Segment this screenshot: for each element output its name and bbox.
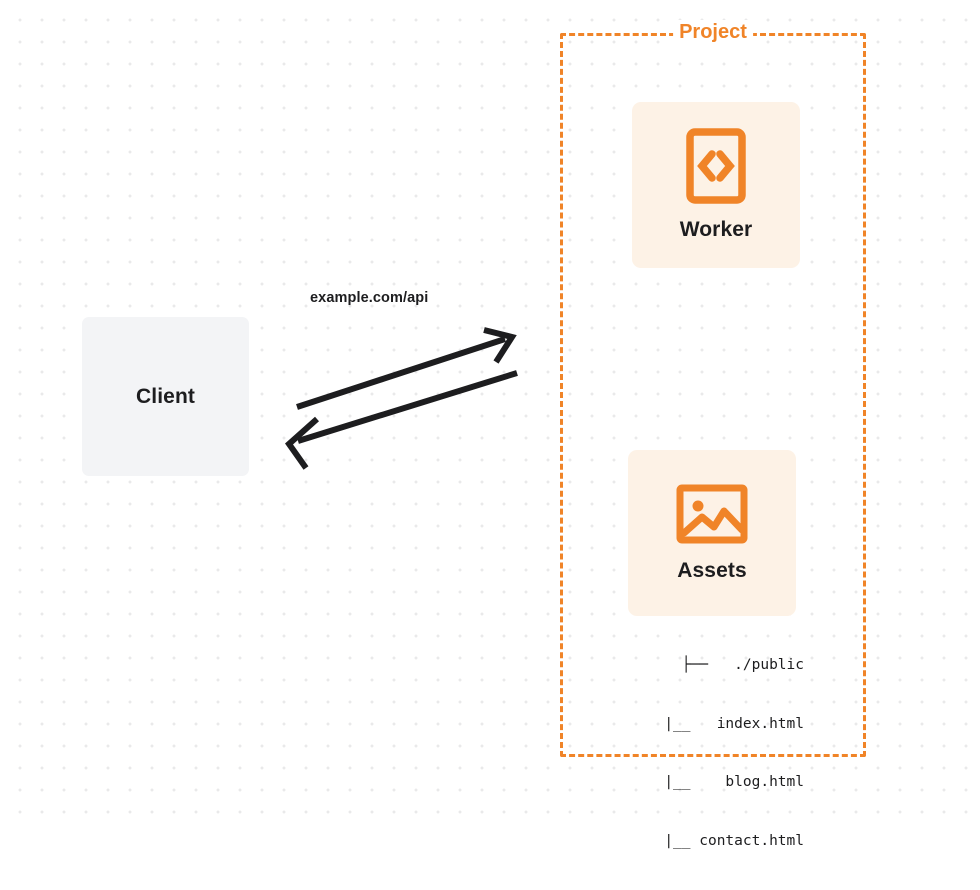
arrow-client-to-project bbox=[296, 327, 517, 410]
assets-node-label: Assets bbox=[677, 559, 747, 582]
worker-node-label: Worker bbox=[679, 218, 753, 241]
arrow-project-to-client bbox=[285, 370, 518, 470]
assets-file-tree: ├── ./public |__ index.html |__ blog.htm… bbox=[612, 617, 804, 890]
file-tree-row: |__ index.html bbox=[646, 715, 804, 732]
file-tree-row: |__ contact.html bbox=[646, 832, 804, 849]
assets-node[interactable]: Assets bbox=[628, 450, 796, 616]
file-tree-row: ├── ./public bbox=[681, 657, 804, 673]
diagram-canvas: Client example.com/api Project bbox=[0, 0, 980, 849]
client-node[interactable]: Client bbox=[82, 317, 249, 476]
file-tree-row: |__ blog.html bbox=[646, 774, 804, 790]
image-icon bbox=[676, 483, 748, 545]
project-title: Project bbox=[673, 20, 753, 44]
code-brackets-icon bbox=[686, 128, 746, 204]
connection-label: example.com/api bbox=[310, 290, 429, 306]
worker-node[interactable]: Worker bbox=[632, 102, 800, 268]
client-node-label: Client bbox=[136, 384, 195, 408]
project-group: Project Worker Assets bbox=[560, 20, 866, 757]
